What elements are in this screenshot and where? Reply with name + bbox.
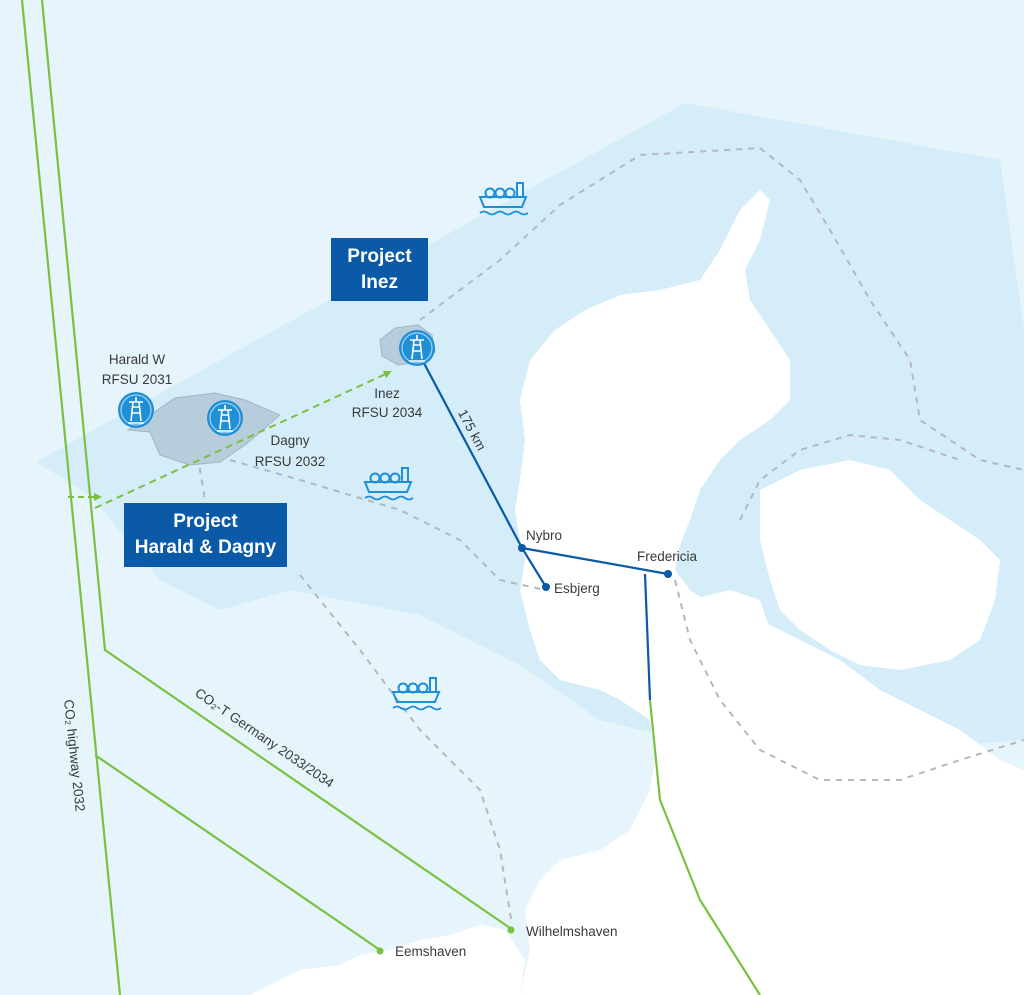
platform-icon xyxy=(206,399,244,437)
inez-pipeline xyxy=(416,349,523,549)
land-zealand xyxy=(760,460,1000,670)
harald-dagny-to-inez-arrow xyxy=(94,370,392,509)
eemshaven-dot xyxy=(376,947,384,955)
project-harald-dagny-box: Project Harald & Dagny xyxy=(124,503,287,567)
project-harald-dagny-line1: Project xyxy=(173,511,238,532)
fredericia-label: Fredericia xyxy=(637,549,698,564)
esbjerg-label: Esbjerg xyxy=(554,581,600,596)
co2t-germany-line xyxy=(40,0,511,929)
project-inez-line1: Project xyxy=(347,245,412,267)
green-routes xyxy=(20,0,761,995)
harald-w-rfsu: RFSU 2031 xyxy=(102,372,173,387)
nybro-label: Nybro xyxy=(526,528,562,543)
dagny-field xyxy=(126,392,281,466)
germany-onshore-line xyxy=(648,699,761,995)
nybro-dot xyxy=(518,544,526,552)
land-funen xyxy=(680,590,770,665)
platform-icon xyxy=(398,329,436,367)
land-jutland-germany xyxy=(515,190,1024,995)
eemshaven-line xyxy=(94,754,381,951)
harald-w-name: Harald W xyxy=(109,352,166,367)
project-inez-box: Project Inez xyxy=(331,238,428,301)
pipelines xyxy=(416,349,669,701)
eemshaven-label: Eemshaven xyxy=(395,944,466,959)
dagny-name: Dagny xyxy=(270,433,309,448)
wilhelmshaven-label: Wilhelmshaven xyxy=(526,924,618,939)
dagny-rfsu: RFSU 2032 xyxy=(255,454,326,469)
onshore-pipeline xyxy=(643,573,652,701)
wilhelmshaven-dot xyxy=(507,926,515,934)
inez-rfsu: RFSU 2034 xyxy=(352,405,423,420)
esbjerg-pipeline xyxy=(521,547,547,588)
project-inez-line2: Inez xyxy=(361,271,398,293)
platform-icon xyxy=(117,391,155,429)
fredericia-dot xyxy=(664,570,672,578)
esbjerg-dot xyxy=(542,583,550,591)
inez-name: Inez xyxy=(374,386,400,401)
land-netherlands xyxy=(250,925,525,995)
project-harald-dagny-line2: Harald & Dagny xyxy=(134,537,277,558)
fredericia-pipeline xyxy=(521,546,669,576)
